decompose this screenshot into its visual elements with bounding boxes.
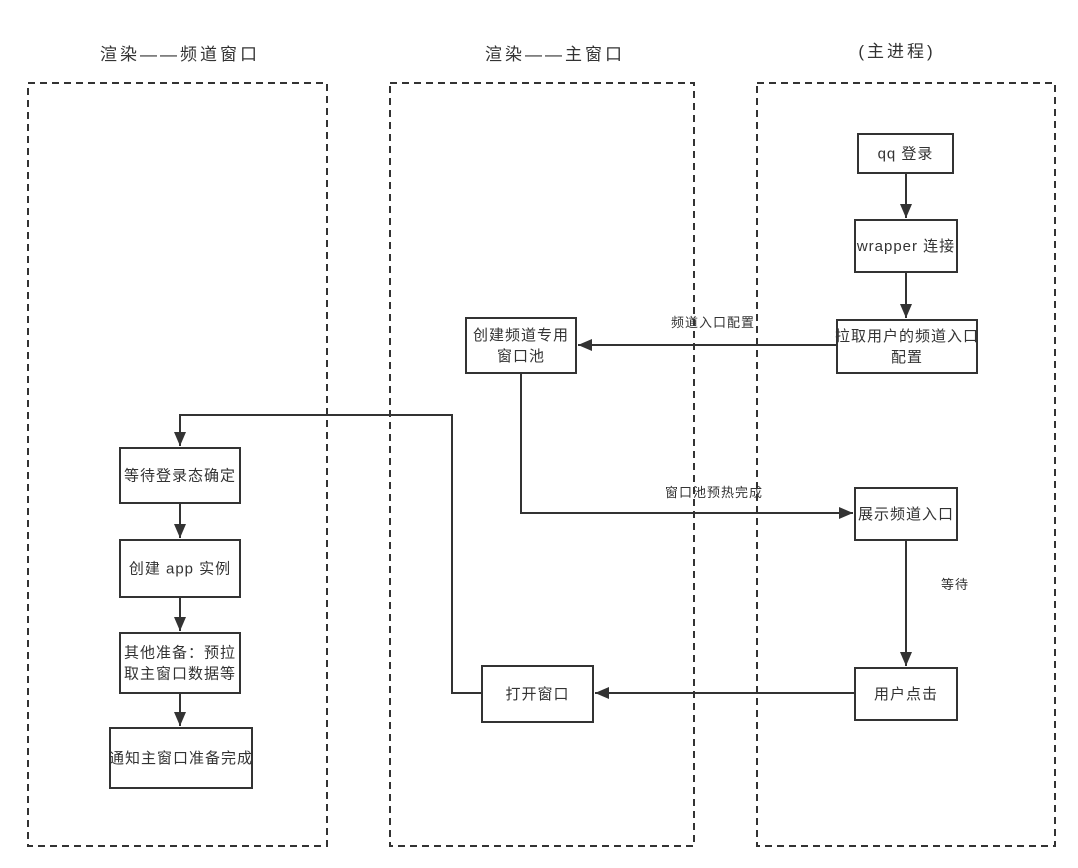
node-fetch-channel-entry-config (836, 319, 978, 374)
node-user-click (854, 667, 958, 721)
node-label-qq-login: qq 登录 (878, 146, 934, 163)
node-label-create-window-pool: 创建频道专用窗口池 (473, 327, 569, 365)
node-label-show-channel-entry: 展示频道入口 (858, 506, 954, 523)
node-label-wait-login-state: 等待登录态确定 (124, 467, 236, 485)
edge-label-fetch-to-pool: 频道入口配置 (671, 315, 755, 330)
node-create-window-pool (465, 317, 577, 374)
node-label-fetch-channel-entry-config: 拉取用户的频道入口配置 (835, 328, 979, 366)
node-show-channel-entry (854, 487, 958, 541)
node-wait-login-state (119, 447, 241, 504)
node-other-prepare (119, 632, 241, 694)
edge-label-pool-to-show: 窗口池预热完成 (665, 485, 763, 500)
lane-title-channel-window: 渲染——频道窗口 (100, 45, 260, 64)
lane-title-main-process: (主进程) (858, 42, 935, 61)
lane-main-window (389, 82, 695, 847)
node-wrapper-connect (854, 219, 958, 273)
node-create-app-instance (119, 539, 241, 598)
lane-title-main-window: 渲染——主窗口 (485, 45, 625, 64)
node-open-window (481, 665, 594, 723)
node-label-other-prepare: 其他准备：预拉取主窗口数据等 (124, 645, 236, 683)
edge-open-to-wait (174, 414, 482, 694)
node-qq-login (857, 133, 954, 174)
node-label-user-click: 用户点击 (874, 686, 938, 703)
node-label-open-window: 打开窗口 (505, 685, 569, 703)
node-label-create-app-instance: 创建 app 实例 (129, 561, 231, 578)
edge-pool-to-show (520, 373, 853, 519)
edge-label-show-to-click: 等待 (941, 577, 969, 592)
node-label-wrapper-connect: wrapper 连接 (856, 238, 955, 255)
node-label-notify-main-window-ready: 通知主窗口准备完成 (109, 749, 253, 767)
node-notify-main-window-ready (109, 727, 253, 789)
